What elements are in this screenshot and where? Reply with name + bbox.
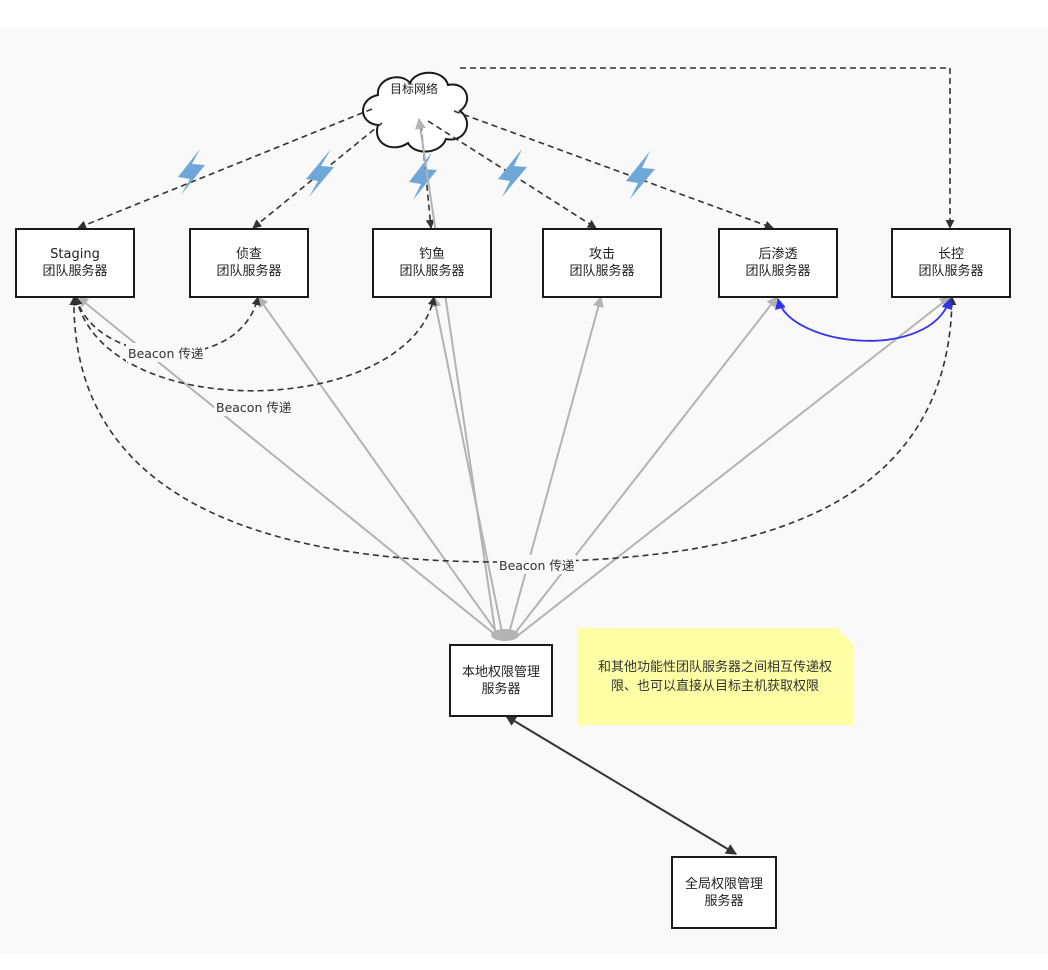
lightning-icon <box>409 152 437 200</box>
edge-local-phishing <box>430 295 504 638</box>
cloud-label: 目标网络 <box>389 82 438 96</box>
edge-label-beacon: Beacon 传递 <box>214 397 294 416</box>
edge-cloud-long <box>460 67 955 229</box>
phishing-server[interactable]: 钓鱼 团队服务器 <box>372 228 492 298</box>
cloud-icon[interactable] <box>362 71 469 153</box>
long-control-server[interactable]: 长控 团队服务器 <box>891 228 1011 298</box>
node-subtitle: 团队服务器 <box>42 264 108 279</box>
recon-server[interactable]: 侦查 团队服务器 <box>189 228 309 298</box>
lightning-icon <box>626 151 655 199</box>
edge-beacon-staging-phishing <box>73 296 437 392</box>
edge-label-beacon: Beacon 传递 <box>497 555 577 574</box>
note-box[interactable]: 和其他功能性团队服务器之间相互传递权限、也可以直接从目标主机获取权限 <box>577 628 853 725</box>
staging-server[interactable]: Staging 团队服务器 <box>15 228 135 298</box>
edge-local-long <box>515 296 951 638</box>
node-title: 本地权限管理 <box>461 664 540 680</box>
edge-local-post <box>511 296 778 638</box>
node-subtitle: 团队服务器 <box>216 264 282 279</box>
diagram-edges <box>69 67 957 855</box>
edge-local-global <box>505 715 737 855</box>
edge-beacon-staging-long <box>69 296 957 563</box>
edge-post-long <box>775 297 953 342</box>
node-subtitle: 服务器 <box>704 893 744 909</box>
node-title: 侦查 <box>235 247 262 262</box>
edge-cloud-attack <box>427 120 597 229</box>
note-text: 和其他功能性团队服务器之间相互传递权限、也可以直接从目标主机获取权限 <box>597 659 832 694</box>
edge-label-beacon: Beacon 传递 <box>126 343 206 362</box>
diagram-canvas: 目标网络 Staging 团队服务器 侦查 团队服务器 钓鱼 团队服务器 攻击 … <box>0 27 1048 954</box>
node-subtitle: 团队服务器 <box>569 264 635 279</box>
edge-local-recon <box>257 296 501 638</box>
node-title: 钓鱼 <box>418 247 445 262</box>
lightning-icon <box>178 149 205 195</box>
post-exploit-server[interactable]: 后渗透 团队服务器 <box>718 228 838 298</box>
node-subtitle: 团队服务器 <box>918 264 984 279</box>
node-title: 全局权限管理 <box>684 876 763 892</box>
attack-server[interactable]: 攻击 团队服务器 <box>542 228 662 298</box>
edge-cloud-staging <box>77 108 373 230</box>
node-title: Staging <box>50 247 100 262</box>
node-title: 攻击 <box>588 247 615 262</box>
lightning-icon <box>498 149 527 197</box>
lightning-icon <box>306 149 334 197</box>
node-subtitle: 服务器 <box>481 681 521 697</box>
local-manager-server[interactable]: 本地权限管理 服务器 <box>449 644 553 717</box>
node-subtitle: 团队服务器 <box>745 264 811 279</box>
edge-local-cloud <box>415 117 497 638</box>
global-manager-server[interactable]: 全局权限管理 服务器 <box>671 856 777 929</box>
node-title: 长控 <box>937 247 964 262</box>
edge-local-attack <box>507 295 604 638</box>
arrow-hub <box>491 629 519 641</box>
edge-cloud-post <box>453 110 774 230</box>
node-title: 后渗透 <box>758 247 798 262</box>
node-subtitle: 团队服务器 <box>399 264 465 279</box>
